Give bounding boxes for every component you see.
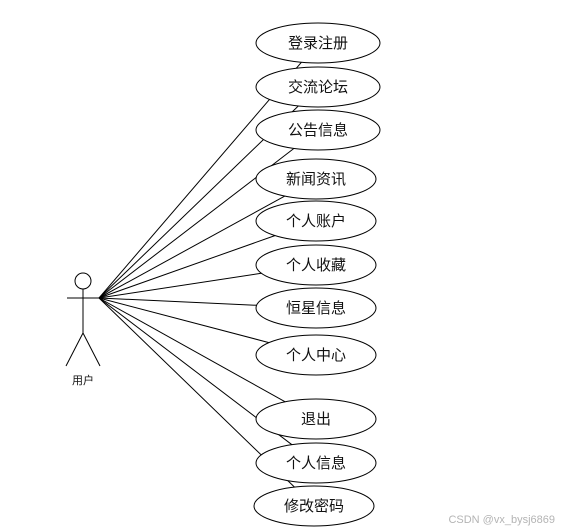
use-case-announcement: 公告信息 <box>255 109 381 151</box>
association-line-personal-center <box>98 297 270 344</box>
use-case-favorites: 个人收藏 <box>255 244 377 286</box>
watermark: CSDN @vx_bysj6869 <box>448 514 555 526</box>
use-case-ellipse <box>255 442 377 484</box>
use-case-ellipse <box>255 287 377 329</box>
use-case-star-info: 恒星信息 <box>255 287 377 329</box>
actor-user: 用户 <box>65 272 101 387</box>
use-case-ellipse <box>255 398 377 440</box>
use-case-news: 新闻资讯 <box>255 158 377 200</box>
use-case-account: 个人账户 <box>255 200 377 242</box>
association-line-news <box>98 195 286 299</box>
association-line-favorites <box>98 272 262 299</box>
actor-head <box>74 272 92 290</box>
use-case-change-password: 修改密码 <box>253 485 375 527</box>
use-case-ellipse <box>255 200 377 242</box>
use-case-label: 新闻资讯 <box>286 170 346 188</box>
use-case-logout: 退出 <box>255 398 377 440</box>
use-case-label: 交流论坛 <box>288 78 348 96</box>
use-case-ellipse <box>255 244 377 286</box>
use-case-label: 个人信息 <box>286 454 346 472</box>
use-case-forum: 交流论坛 <box>255 66 381 108</box>
use-case-label: 公告信息 <box>288 121 348 139</box>
use-case-ellipse <box>255 66 381 108</box>
use-case-label: 退出 <box>301 410 331 428</box>
use-case-ellipse <box>255 334 377 376</box>
use-case-nodes: 登录注册交流论坛公告信息新闻资讯个人账户个人收藏恒星信息个人中心退出个人信息修改… <box>253 22 381 527</box>
use-case-ellipse <box>253 485 375 527</box>
use-case-label: 修改密码 <box>284 497 344 515</box>
use-case-personal-center: 个人中心 <box>255 334 377 376</box>
association-line-star-info <box>98 297 257 306</box>
use-case-label: 个人收藏 <box>286 256 346 274</box>
association-line-logout <box>98 297 286 403</box>
use-case-label: 个人中心 <box>286 346 346 364</box>
actor-left-leg <box>65 332 84 367</box>
use-case-ellipse <box>255 158 377 200</box>
actor-name: 用户 <box>72 373 94 387</box>
association-line-login-register <box>98 61 302 299</box>
use-case-personal-info: 个人信息 <box>255 442 377 484</box>
use-case-label: 恒星信息 <box>286 299 346 317</box>
use-case-ellipse <box>255 22 381 64</box>
use-case-login-register: 登录注册 <box>255 22 381 64</box>
use-case-label: 个人账户 <box>286 212 346 230</box>
stick-figure-actor-icon <box>65 272 101 367</box>
use-case-label: 登录注册 <box>288 34 348 52</box>
actor-right-leg <box>82 332 101 367</box>
association-line-account <box>98 235 276 299</box>
use-case-ellipse <box>255 109 381 151</box>
